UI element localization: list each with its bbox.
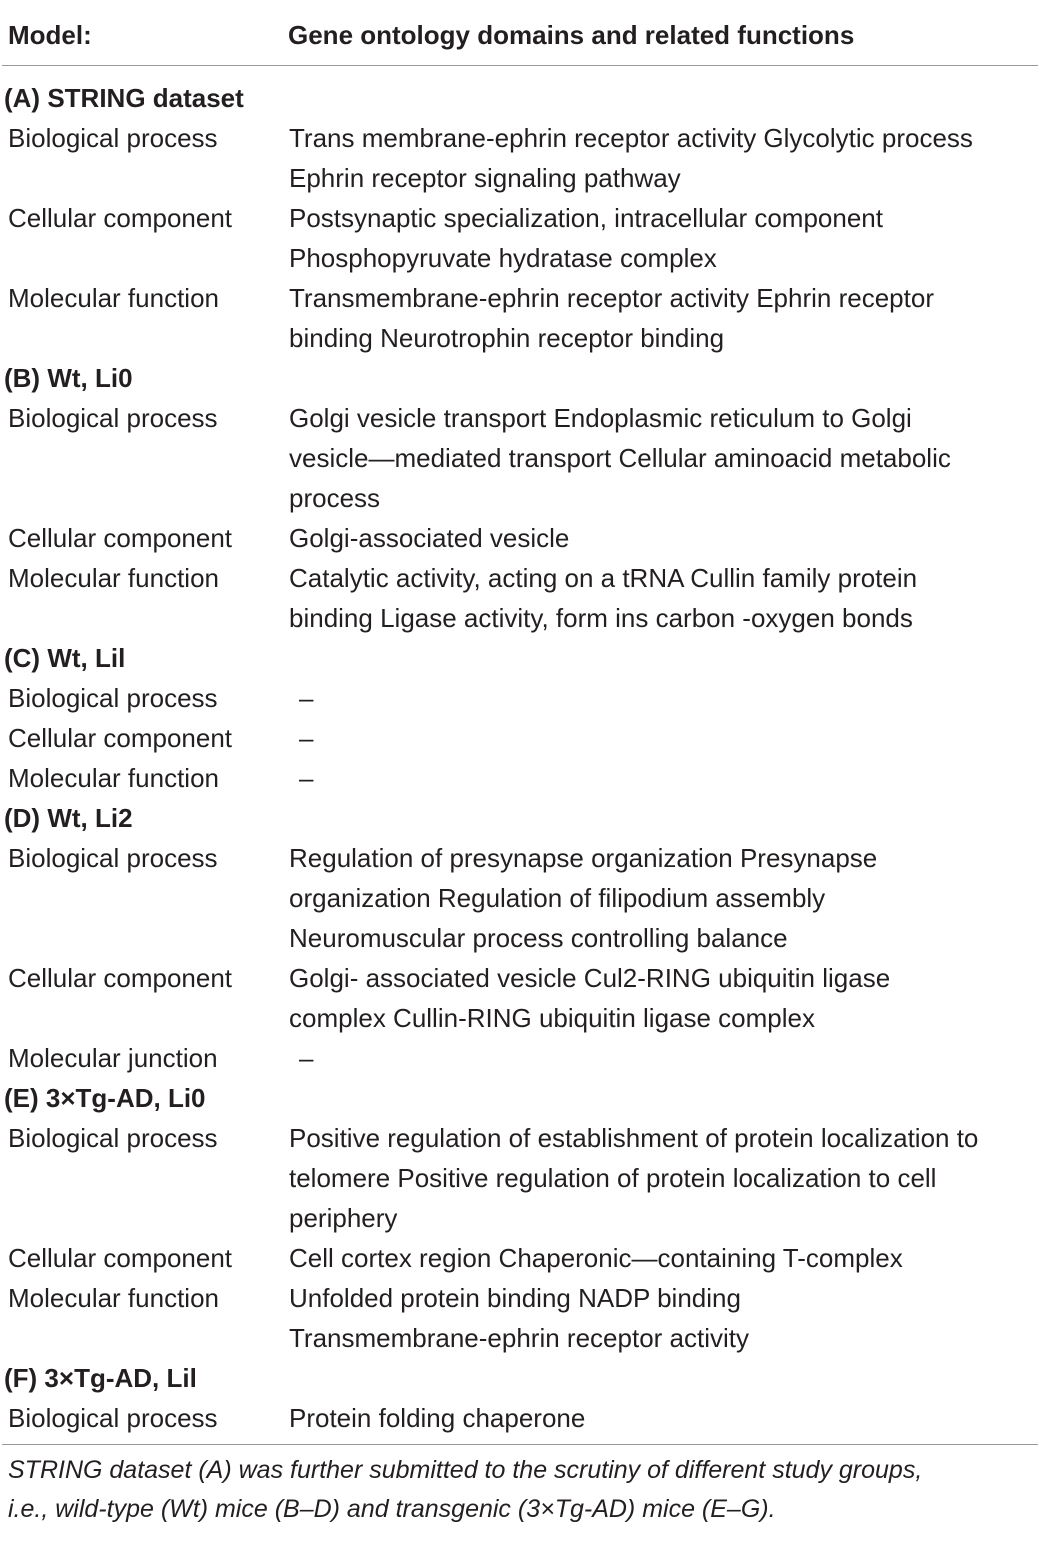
section-title: (D) Wt, Li2 [4, 803, 133, 833]
section-title: (C) Wt, Lil [4, 643, 126, 673]
row-label: Molecular junction [8, 1043, 218, 1073]
row-value: Golgi- associated vesicle Cul2-RING ubiq… [289, 963, 891, 1033]
table-row: Biological process Protein folding chaper… [2, 1398, 1038, 1438]
table-row: Biological process Regulation of presynap… [2, 838, 1038, 958]
row-label: Biological process [8, 683, 218, 713]
row-label: Cellular component [8, 963, 233, 993]
row-value: Positive regulation of establishment of … [289, 1123, 979, 1233]
row-label: Cellular component [8, 1243, 233, 1273]
row-label: Biological process [8, 403, 218, 433]
row-value: – [299, 763, 314, 793]
table-row: Biological process – [2, 678, 1038, 718]
row-value: Cell cortex region Chaperonic—containing… [289, 1243, 903, 1273]
row-value: Unfolded protein binding NADP binding Tr… [289, 1283, 749, 1353]
table-row: Molecular junction – [2, 1038, 1038, 1078]
row-label: Molecular function [8, 283, 219, 313]
row-label: Biological process [8, 1123, 218, 1153]
table-row: Molecular function Unfolded protein bindi… [2, 1278, 1038, 1358]
row-label: Biological process [8, 1403, 218, 1433]
table-row: Cellular component – [2, 718, 1038, 758]
table-row: Biological process Positive regulation of… [2, 1118, 1038, 1238]
table-row: Cellular component Cell cortex region Cha… [2, 1238, 1038, 1278]
table-row: Biological process Golgi vesicle transpor… [2, 398, 1038, 518]
row-label: Molecular function [8, 1283, 219, 1313]
row-value: Postsynaptic specialization, intracellul… [289, 203, 883, 273]
header-model: Model: [8, 20, 92, 50]
row-label: Cellular component [8, 723, 233, 753]
row-value: Transmembrane-ephrin receptor activity E… [289, 283, 934, 353]
row-label: Cellular component [8, 203, 233, 233]
row-label: Molecular function [8, 563, 219, 593]
row-value: Golgi vesicle transport Endoplasmic reti… [289, 403, 951, 513]
row-label: Biological process [8, 843, 218, 873]
row-label: Cellular component [8, 523, 233, 553]
table-row: Molecular function Catalytic activity, ac… [2, 558, 1038, 638]
row-label: Biological process [8, 123, 218, 153]
section-title: (E) 3×Tg-AD, Li0 [4, 1083, 206, 1113]
row-value: Golgi-associated vesicle [289, 523, 570, 553]
table-row: Cellular component Golgi-associated vesic… [2, 518, 1038, 558]
row-value: Trans membrane-ephrin receptor activity … [289, 123, 973, 193]
table-footnote: STRING dataset (A) was further submitted… [2, 1444, 1038, 1529]
section-title: (B) Wt, Li0 [4, 363, 133, 393]
row-value: – [299, 683, 314, 713]
table-row: Biological process Trans membrane-ephrin … [2, 118, 1038, 198]
section-title: (A) STRING dataset [4, 83, 244, 113]
table-header: Model: Gene ontology domains and related… [2, 0, 1038, 66]
row-value: – [299, 1043, 314, 1073]
row-value: Protein folding chaperone [289, 1403, 586, 1433]
row-value: Regulation of presynapse organization Pr… [289, 843, 878, 953]
row-value: – [299, 723, 314, 753]
table-row: Molecular function Transmembrane-ephrin r… [2, 278, 1038, 358]
row-value: Catalytic activity, acting on a tRNA Cul… [289, 563, 918, 633]
table-row: Cellular component Postsynaptic specializ… [2, 198, 1038, 278]
header-go-domains: Gene ontology domains and related functi… [288, 20, 855, 50]
section-title: (F) 3×Tg-AD, Lil [4, 1363, 197, 1393]
table-row: Molecular function – [2, 758, 1038, 798]
row-label: Molecular function [8, 763, 219, 793]
table-row: Cellular component Golgi- associated vesi… [2, 958, 1038, 1038]
